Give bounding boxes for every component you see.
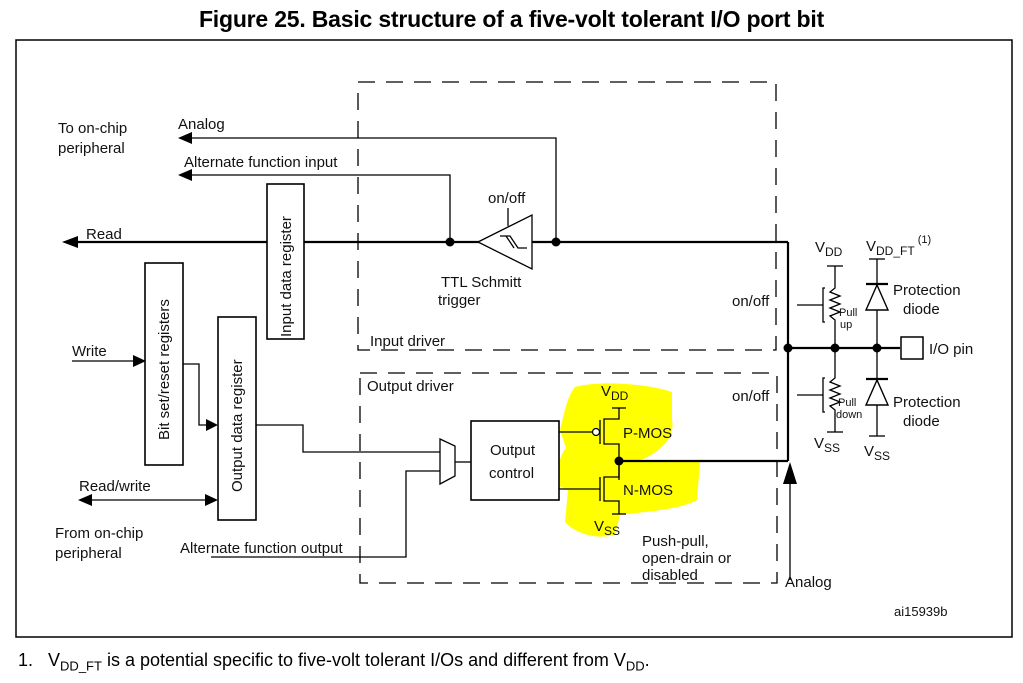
footnote-sub2: DD [625, 658, 645, 674]
io-pin-label: I/O pin [929, 341, 973, 358]
read-label: Read [86, 226, 122, 243]
write-label: Write [72, 343, 107, 360]
to-on-chip-label-2: peripheral [58, 140, 125, 157]
push-pull-label-1: Push-pull, [642, 533, 709, 550]
nmos-channel [603, 466, 620, 514]
bit-set-reset-register-box [144, 262, 184, 466]
junction-dot [445, 237, 455, 247]
input-data-register-label: Input data register [278, 216, 295, 337]
output-control-label-1: Output [490, 442, 536, 459]
alt-func-input-label: Alternate function input [184, 154, 338, 171]
lower-protection-diode-icon [864, 378, 890, 406]
odr-to-mux-wire [256, 424, 440, 453]
footnote-v: V [48, 650, 61, 670]
read-write-right-arrow-icon [205, 494, 218, 506]
ttl-schmitt-label-2: trigger [438, 292, 481, 309]
footnote-text: is a potential specific to five-volt tol… [101, 650, 626, 670]
multiplexer-icon [439, 437, 456, 486]
push-pull-label-3: disabled [642, 567, 698, 584]
figure-id-label: ai15939b [894, 604, 948, 619]
pullup-switch-gate-icon [822, 287, 825, 323]
footnote-end: . [644, 650, 650, 670]
pmos-label: P-MOS [623, 425, 672, 442]
schmitt-trigger-icon [476, 213, 533, 271]
from-on-chip-label-2: peripheral [55, 545, 122, 562]
lower-vss-label: VSS [864, 443, 890, 463]
pulldown-vss-label: VSS [814, 435, 840, 455]
figure-title: Figure 25. Basic structure of a five-vol… [198, 6, 825, 32]
from-on-chip-label-1: From on-chip [55, 525, 143, 542]
read-write-label: Read/write [79, 478, 151, 495]
junction-dot [783, 343, 793, 353]
output-data-register-box [217, 316, 257, 521]
pullup-on-off-label: on/off [732, 293, 770, 310]
ttl-schmitt-label-1: TTL Schmitt [441, 274, 522, 291]
pull-down-label-1: Pull [838, 397, 856, 409]
pmos-channel [603, 408, 620, 480]
pulldown-on-off-label: on/off [732, 388, 770, 405]
pulldown-switch-gate-icon [822, 377, 825, 413]
analog-input-label: Analog [178, 116, 225, 133]
hysteresis-icon [505, 235, 515, 249]
pullup-resistor-icon [828, 266, 842, 348]
to-on-chip-label-1: To on-chip [58, 120, 127, 137]
alt-func-input-wire [190, 174, 451, 242]
write-arrow-icon [133, 355, 146, 367]
mos-vdd-label: VDD [601, 383, 629, 403]
analog-output-label: Analog [785, 574, 832, 591]
push-pull-label-2: open-drain or [642, 550, 731, 567]
upper-protection-diode-icon [864, 283, 890, 311]
output-control-box [470, 420, 560, 501]
footnote: 1. VDD_FT is a potential specific to fiv… [18, 650, 650, 674]
output-driver-label: Output driver [367, 378, 454, 395]
analog-arrow-icon [178, 132, 192, 144]
footnote-sub: DD_FT [60, 658, 102, 674]
alt-func-output-wire [211, 470, 440, 558]
pullup-vdd-label: VDD [815, 239, 843, 259]
output-driver-box [359, 372, 778, 584]
pmos-inversion-bubble-icon [591, 427, 601, 437]
junction-dot [551, 237, 561, 247]
read-arrow-icon [62, 236, 78, 248]
lower-protection-label-2: diode [903, 413, 940, 430]
input-driver-label: Input driver [370, 333, 445, 350]
analog-output-arrow-icon [783, 462, 797, 484]
vdd-ft-label: VDD_FT(1) [866, 234, 931, 258]
output-data-register-label: Output data register [229, 359, 246, 492]
io-pin-icon [900, 336, 924, 360]
bsr-to-odr-wire [183, 363, 208, 426]
mos-vss-label: VSS [594, 518, 620, 538]
analog-input-wire [190, 137, 557, 242]
bit-set-reset-label: Bit set/reset registers [156, 299, 173, 440]
pull-up-label-2: up [840, 319, 852, 331]
pull-down-label-2: down [836, 409, 862, 421]
upper-protection-label-1: Protection [893, 282, 961, 299]
bsr-arrow-icon [206, 419, 218, 431]
alt-func-output-label: Alternate function output [180, 540, 343, 557]
input-data-register-box [266, 183, 305, 340]
read-write-left-arrow-icon [78, 494, 92, 506]
hysteresis-icon [500, 235, 527, 249]
input-driver-box [357, 81, 777, 351]
pulldown-resistor-icon [828, 348, 842, 432]
footnote-number: 1. [18, 650, 34, 670]
figure-frame [15, 39, 1013, 638]
output-control-label-2: control [489, 465, 534, 482]
upper-protection-label-2: diode [903, 301, 940, 318]
schmitt-on-off-label: on/off [488, 190, 526, 207]
alt-func-input-arrow-icon [178, 169, 192, 181]
pull-up-label-1: Pull [839, 307, 857, 319]
nmos-label: N-MOS [623, 482, 673, 499]
lower-protection-label-1: Protection [893, 394, 961, 411]
